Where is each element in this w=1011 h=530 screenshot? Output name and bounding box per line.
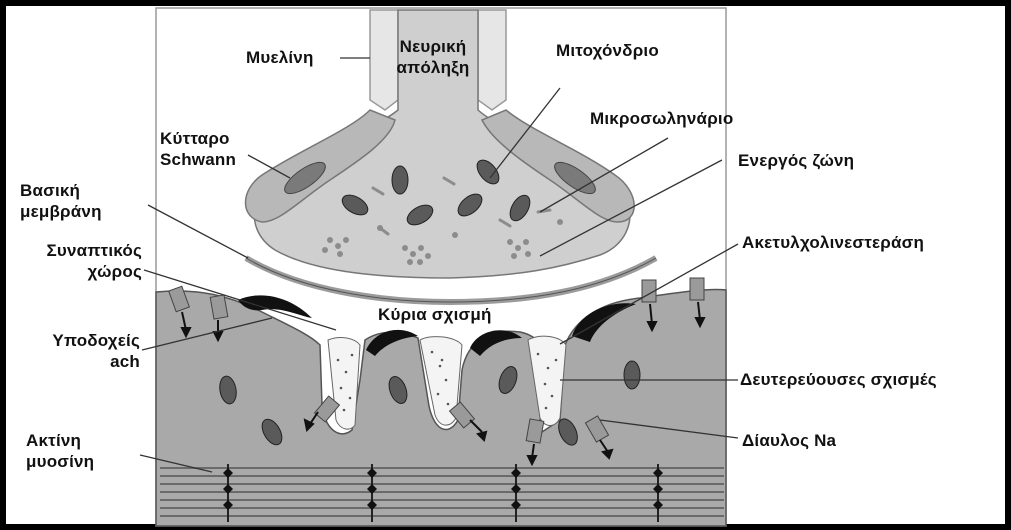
label-acetylcholinesterase: Ακετυλχολινεστεράση xyxy=(742,232,924,253)
label-primary-cleft: Κύρια σχισμή xyxy=(378,304,492,325)
label-synaptic-line1: Συναπτικός xyxy=(12,240,142,261)
label-basal-membrane: Βασική μεμβράνη xyxy=(20,180,102,222)
label-receptors-line2: ach xyxy=(12,351,140,372)
label-nerve-ending-line2: απόληξη xyxy=(378,57,488,78)
label-na-channel: Δίαυλος Na xyxy=(742,430,836,451)
myofibrils xyxy=(160,468,724,516)
label-myelin: Μυελίνη xyxy=(246,47,314,68)
label-actin-myosin: Ακτίνη μυοσίνη xyxy=(26,430,94,472)
label-schwann-line1: Κύτταρο xyxy=(160,128,236,149)
label-schwann-cell: Κύτταρο Schwann xyxy=(160,128,236,170)
label-schwann-line2: Schwann xyxy=(160,149,236,170)
label-actin-line2: μυοσίνη xyxy=(26,451,94,472)
label-microtubule: Μικροσωληνάριο xyxy=(590,108,733,129)
label-basal-line2: μεμβράνη xyxy=(20,201,102,222)
label-secondary-clefts: Δευτερεύουσες σχισμές xyxy=(740,369,937,390)
label-ach-receptors: Υποδοχείς ach xyxy=(12,330,140,372)
label-actin-line1: Ακτίνη xyxy=(26,430,94,451)
label-mitochondrion: Μιτοχόνδριο xyxy=(556,40,659,61)
label-active-zone: Ενεργός ζώνη xyxy=(738,150,854,171)
label-synaptic-line2: χώρος xyxy=(12,261,142,282)
label-nerve-ending-line1: Νευρική xyxy=(378,36,488,57)
label-receptors-line1: Υποδοχείς xyxy=(12,330,140,351)
label-basal-line1: Βασική xyxy=(20,180,102,201)
label-nerve-ending: Νευρική απόληξη xyxy=(378,36,488,78)
label-synaptic-space: Συναπτικός χώρος xyxy=(12,240,142,282)
